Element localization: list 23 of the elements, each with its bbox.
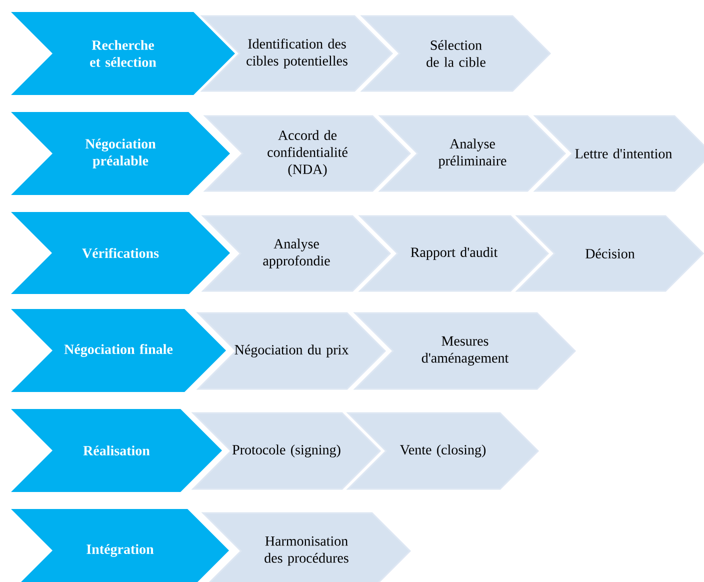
chevron-task: Identification des cibles potentielles	[200, 15, 394, 92]
node-label: Décision	[586, 248, 635, 258]
chevron-task: Rapport d'audit	[358, 215, 550, 292]
chevron-task: Accord de confidentialité (NDA)	[203, 115, 412, 192]
chevron-task: Lettre d'intention	[533, 115, 704, 192]
chevron-task: Décision	[515, 215, 704, 292]
chevron-task: Analyse approfondie	[201, 215, 392, 292]
chevron-task: Mesures d'aménagement	[353, 312, 576, 390]
node-label: Identification des cibles potentielles	[246, 38, 348, 68]
chevron-step: Recherche et sélection	[11, 12, 235, 95]
chevron-task: Protocole (signing)	[191, 412, 382, 490]
chevron-task: Sélection de la cible	[360, 15, 552, 92]
chevron-task: Harmonisation des procédures	[201, 512, 412, 582]
chevron-step: Négociation finale	[11, 309, 226, 392]
node-label: Sélection de la cible	[426, 40, 486, 67]
chevron-step: Vérifications	[11, 212, 230, 294]
chevron-task: Négociation du prix	[196, 312, 386, 390]
node-label: Lettre d'intention	[575, 148, 672, 158]
chevron-step: Intégration	[11, 509, 229, 582]
chevron-task: Vente (closing)	[346, 412, 540, 490]
chevron-task: Analyse préliminaire	[378, 115, 566, 192]
chevron-step: Réalisation	[11, 409, 222, 492]
chevron-step: Négociation préalable	[11, 112, 230, 195]
